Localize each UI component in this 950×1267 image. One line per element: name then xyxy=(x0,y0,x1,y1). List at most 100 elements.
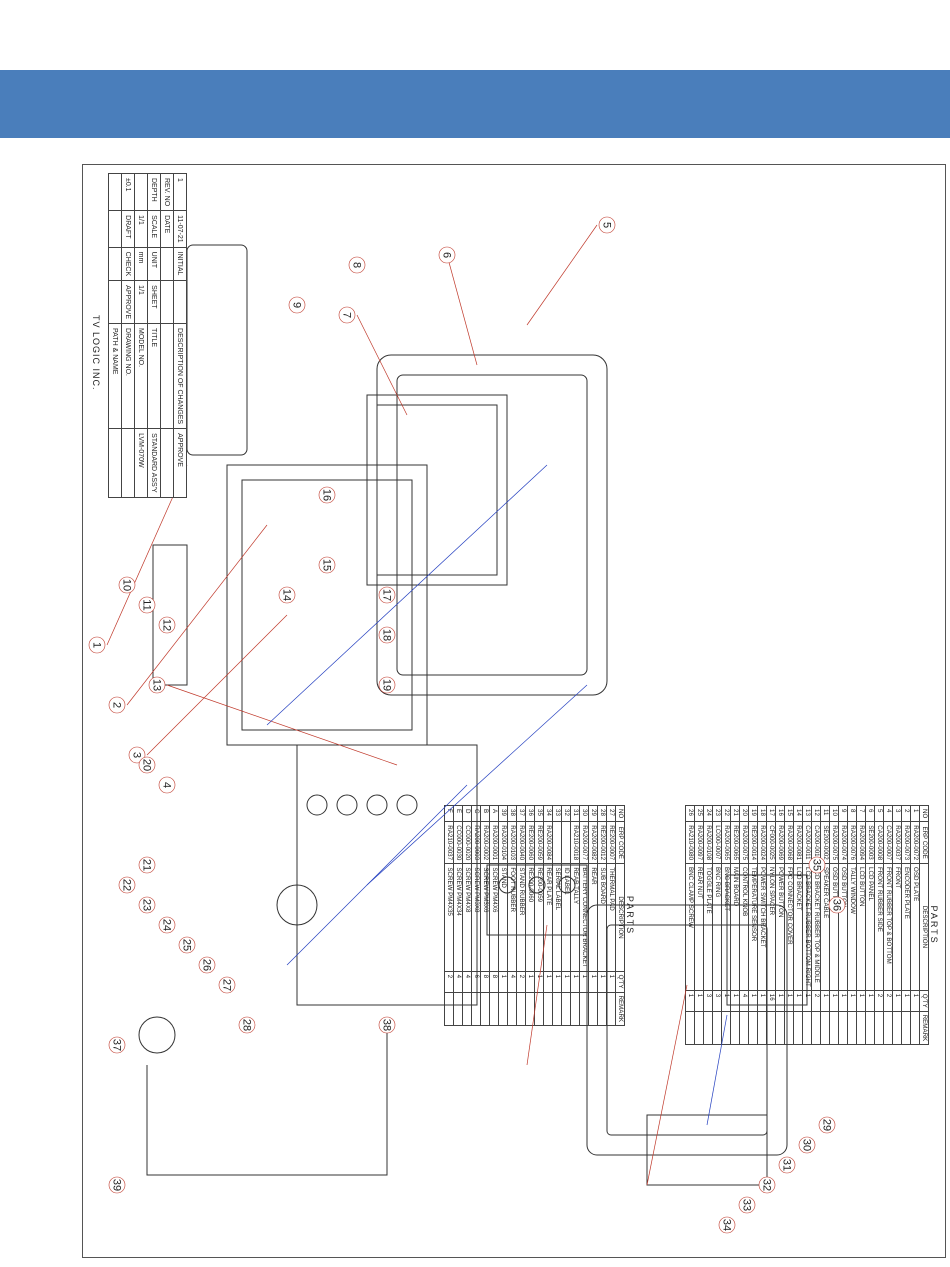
callout-balloon: 27 xyxy=(218,976,236,994)
callout-number: 27 xyxy=(221,979,233,991)
callout-number: 26 xyxy=(201,959,213,971)
callout-balloon: 10 xyxy=(118,576,136,594)
callout-number: 25 xyxy=(181,939,193,951)
title-block-cell xyxy=(160,428,174,498)
bnc-connector-2 xyxy=(528,876,546,894)
callout-balloon: 19 xyxy=(378,676,396,694)
callout-number: 9 xyxy=(291,302,303,308)
callout-balloon: 30 xyxy=(798,1136,816,1154)
title-block-cell: APPROVE xyxy=(121,280,135,324)
callout-number: 31 xyxy=(781,1159,793,1171)
title-block-cell xyxy=(160,247,174,281)
bnc-connector-3 xyxy=(498,876,516,894)
callout-number: 21 xyxy=(141,859,153,871)
callout-balloon: 28 xyxy=(238,1016,256,1034)
title-block-cell: SHEET xyxy=(147,280,161,324)
header-banner xyxy=(0,70,950,138)
callout-balloon: 7 xyxy=(338,306,356,324)
callout-number: 32 xyxy=(761,1179,773,1191)
callout-number: 3 xyxy=(131,752,143,758)
callout-number: 1 xyxy=(91,642,103,648)
callout-number: 6 xyxy=(441,252,453,258)
stand-rubber-part xyxy=(138,1016,176,1054)
callout-number: 29 xyxy=(821,1119,833,1131)
title-block-row: PATH & NAME xyxy=(108,173,122,498)
callout-number: 16 xyxy=(321,489,333,501)
exploded-view-drawing: 1234567891011121314151617181920212223242… xyxy=(88,216,846,1234)
title-block-cell: DRAWING NO. xyxy=(121,323,135,429)
callout-balloon: 37 xyxy=(108,1036,126,1054)
callout-balloon: 23 xyxy=(138,896,156,914)
callout-balloon: 4 xyxy=(158,776,176,794)
callout-balloon: 6 xyxy=(438,246,456,264)
title-block-cell xyxy=(173,280,187,324)
title-block-cell: LVM-070W xyxy=(134,428,148,498)
callout-number: 23 xyxy=(141,899,153,911)
callout-balloon: 9 xyxy=(288,296,306,314)
company-name: TV LOGIC INC. xyxy=(91,315,101,391)
title-block-cell xyxy=(108,428,122,498)
callout-number: 5 xyxy=(601,222,613,228)
control-knob-1 xyxy=(396,794,418,816)
callout-balloon: 18 xyxy=(378,626,396,644)
callout-balloon: 33 xyxy=(738,1196,756,1214)
callout-number: 24 xyxy=(161,919,173,931)
callout-balloon: 29 xyxy=(818,1116,836,1134)
callout-balloon: 5 xyxy=(598,216,616,234)
callout-balloon: 31 xyxy=(778,1156,796,1174)
callout-number: 39 xyxy=(111,1179,123,1191)
callout-number: 12 xyxy=(161,619,173,631)
callout-balloon: 13 xyxy=(148,676,166,694)
callout-number: 18 xyxy=(381,629,393,641)
callout-number: 13 xyxy=(151,679,163,691)
callout-number: 4 xyxy=(161,782,173,788)
callout-number: 2 xyxy=(111,702,123,708)
callout-number: 38 xyxy=(381,1019,393,1031)
title-block-cell: APPROVE xyxy=(173,428,187,498)
title-block-cell xyxy=(121,428,135,498)
title-block-cell xyxy=(134,173,148,211)
title-block-cell: TITLE xyxy=(147,323,161,429)
callout-number: 34 xyxy=(721,1219,733,1231)
title-block-cell: PATH & NAME xyxy=(108,323,122,429)
callout-balloon: 20 xyxy=(138,756,156,774)
title-block-cell: 11-07-21 xyxy=(173,210,187,248)
callout-balloon: 24 xyxy=(158,916,176,934)
callout-balloon: 26 xyxy=(198,956,216,974)
callout-number: 36 xyxy=(831,899,843,911)
callout-balloon: 14 xyxy=(278,586,296,604)
callout-balloon: 32 xyxy=(758,1176,776,1194)
title-block-cell xyxy=(108,173,122,211)
callout-number: 37 xyxy=(111,1039,123,1051)
callout-balloon: 16 xyxy=(318,486,336,504)
callout-number: 11 xyxy=(141,599,153,610)
callout-number: 8 xyxy=(351,262,363,268)
callout-balloon: 22 xyxy=(118,876,136,894)
title-block-cell: STANDARD ASS'Y xyxy=(147,428,161,498)
callout-balloon: 35 xyxy=(808,856,826,874)
control-knob-4 xyxy=(306,794,328,816)
callout-balloon: 34 xyxy=(718,1216,736,1234)
callout-balloon: 21 xyxy=(138,856,156,874)
callout-balloon: 39 xyxy=(108,1176,126,1194)
callout-number: 15 xyxy=(321,559,333,571)
bnc-bracket-part xyxy=(486,864,588,936)
osd-button-strip xyxy=(152,544,188,686)
lcd-bracket-inner xyxy=(241,479,413,731)
title-block-cell: 1/1 xyxy=(134,210,148,248)
title-block-cell: DESCRIPTION OF CHANGES xyxy=(173,323,187,429)
callout-balloon: 1 xyxy=(88,636,106,654)
title-block-cell: MODEL NO. xyxy=(134,323,148,429)
main-board-part xyxy=(296,744,478,1006)
callout-balloon: 25 xyxy=(178,936,196,954)
callout-balloon: 17 xyxy=(378,586,396,604)
title-block-cell: DATE xyxy=(160,210,174,248)
callout-number: 30 xyxy=(801,1139,813,1151)
lcd-panel-part xyxy=(366,394,508,586)
